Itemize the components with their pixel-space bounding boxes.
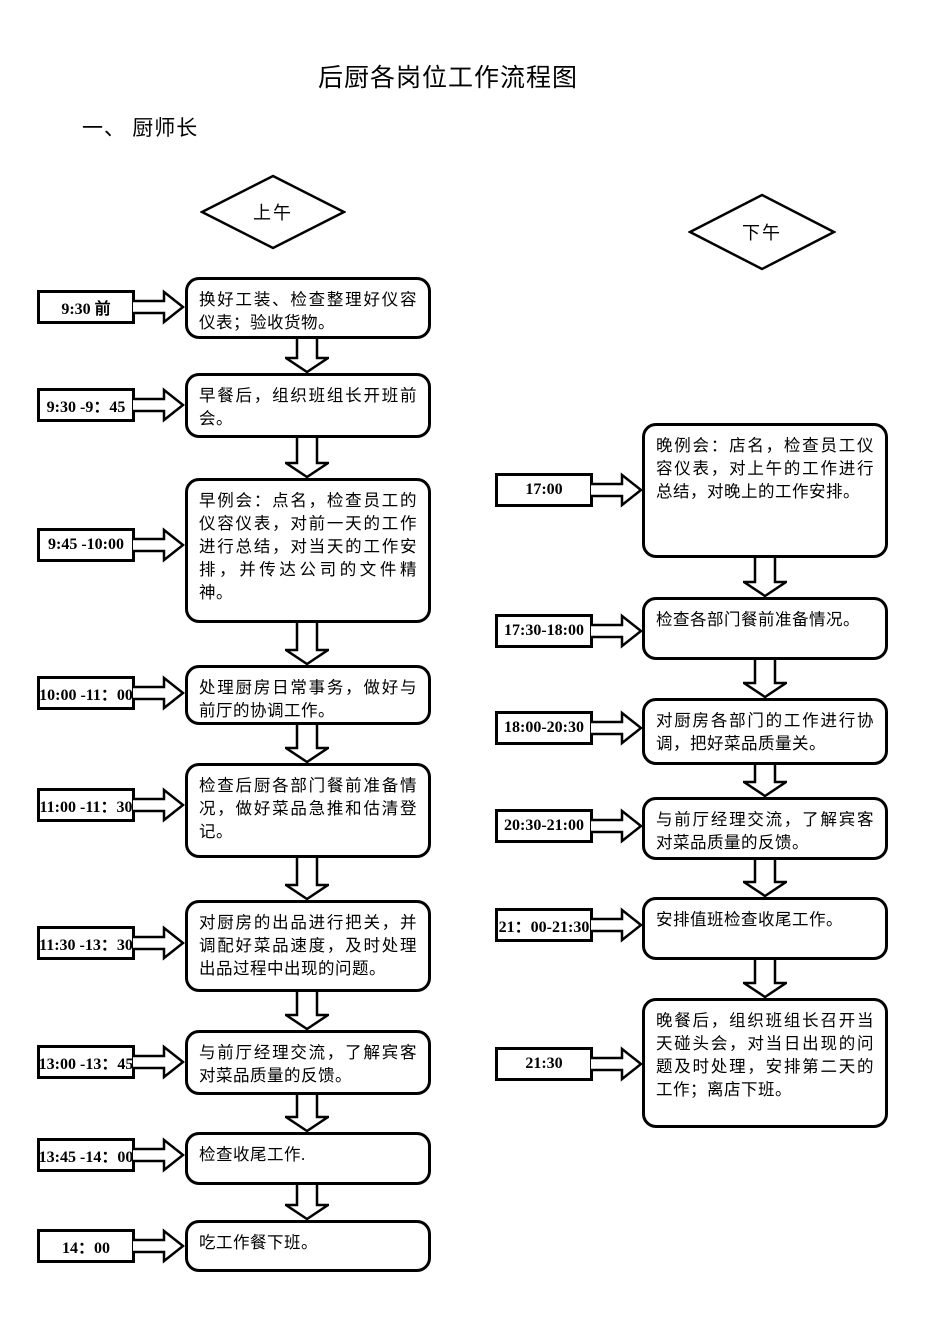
arrow-right-icon [591, 1046, 643, 1082]
arrow-right-icon [133, 289, 185, 325]
flow-step-box: 安排值班检查收尾工作。 [642, 897, 888, 960]
flow-step-box: 检查各部门餐前准备情况。 [642, 597, 888, 660]
flow-step-box: 对厨房的出品进行把关，并调配好菜品速度，及时处理出品过程中出现的问题。 [185, 900, 431, 992]
arrow-right-icon [133, 787, 185, 823]
arrow-down-icon [743, 660, 787, 698]
arrow-down-icon [743, 860, 787, 897]
diamond-label: 上午 [253, 203, 293, 223]
flow-step-box: 与前厅经理交流，了解宾客对菜品质量的反馈。 [642, 797, 888, 860]
arrow-right-icon [133, 1228, 185, 1264]
arrow-right-icon [591, 472, 643, 508]
arrow-right-icon [133, 675, 185, 711]
time-label: 10:00 -11：00 [37, 676, 135, 710]
flow-step-box: 晚餐后，组织班组长召开当天碰头会，对当日出现的问题及时处理，安排第二天的工作；离… [642, 998, 888, 1128]
arrow-down-icon [743, 558, 787, 597]
flow-step-box: 检查收尾工作. [185, 1132, 431, 1185]
arrow-down-icon [743, 765, 787, 797]
flow-step-box: 早餐后，组织班组长开班前会。 [185, 373, 431, 438]
flow-step-box: 处理厨房日常事务，做好与前厅的协调工作。 [185, 665, 431, 725]
time-label: 17:00 [495, 473, 593, 507]
arrow-down-icon [285, 1095, 329, 1132]
diamond-label: 下午 [742, 223, 782, 243]
time-label: 11:30 -13：30 [37, 926, 135, 960]
arrow-down-icon [285, 623, 329, 665]
time-label: 21:30 [495, 1047, 593, 1081]
time-label: 14：00 [37, 1229, 135, 1263]
arrow-down-icon [743, 960, 787, 998]
arrow-right-icon [591, 907, 643, 943]
flow-step-box: 早例会：点名，检查员工的仪容仪表，对前一天的工作进行总结，对当天的工作安排，并传… [185, 478, 431, 623]
flow-step-box: 对厨房各部门的工作进行协调，把好菜品质量关。 [642, 698, 888, 765]
diamond-shape [688, 193, 836, 271]
flow-step-box: 晚例会：店名，检查员工仪容仪表，对上午的工作进行总结，对晚上的工作安排。 [642, 423, 888, 558]
arrow-right-icon [591, 808, 643, 844]
arrow-down-icon [285, 992, 329, 1030]
time-label: 9:30 -9：45 [37, 388, 135, 422]
arrow-right-icon [591, 710, 643, 746]
arrow-down-icon [285, 438, 329, 478]
phase-diamond-morning: 上午 [200, 174, 346, 250]
diamond-shape [200, 174, 346, 250]
arrow-down-icon [285, 858, 329, 900]
time-label: 17:30-18:00 [495, 614, 593, 648]
arrow-right-icon [133, 1044, 185, 1080]
flow-step-box: 换好工装、检查整理好仪容仪表；验收货物。 [185, 277, 431, 339]
time-label: 9:45 -10:00 [37, 528, 135, 562]
arrow-down-icon [285, 725, 329, 763]
time-label: 9:30 前 [37, 290, 135, 324]
time-label: 13:00 -13：45 [37, 1045, 135, 1079]
page-title: 后厨各岗位工作流程图 [317, 65, 578, 92]
arrow-right-icon [133, 527, 185, 563]
flow-step-box: 与前厅经理交流，了解宾客对菜品质量的反馈。 [185, 1030, 431, 1095]
section-heading: 一、 厨师长 [82, 116, 199, 140]
arrow-down-icon [285, 1185, 329, 1220]
flow-step-box: 吃工作餐下班。 [185, 1220, 431, 1272]
arrow-right-icon [133, 387, 185, 423]
arrow-right-icon [133, 1137, 185, 1173]
time-label: 20:30-21:00 [495, 809, 593, 843]
arrow-right-icon [591, 613, 643, 649]
flow-step-box: 检查后厨各部门餐前准备情况，做好菜品急推和估清登记。 [185, 763, 431, 858]
arrow-right-icon [133, 925, 185, 961]
arrow-down-icon [285, 339, 329, 373]
time-label: 11:00 -11：30 [37, 788, 135, 822]
time-label: 13:45 -14：00 [37, 1138, 135, 1172]
time-label: 18:00-20:30 [495, 711, 593, 745]
phase-diamond-afternoon: 下午 [688, 193, 836, 271]
time-label: 21：00-21:30 [495, 908, 593, 942]
